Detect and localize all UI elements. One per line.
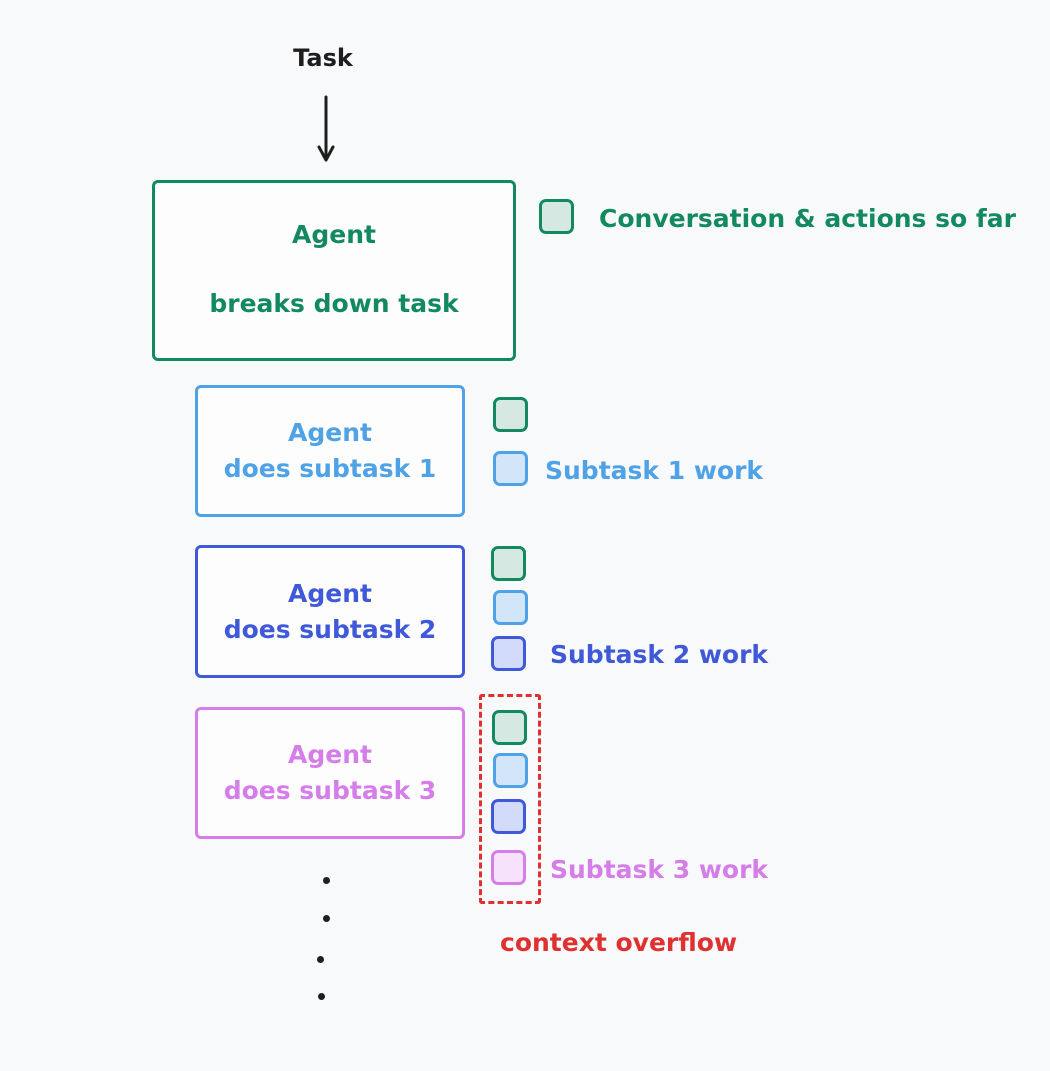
context-square-conversation (491, 546, 526, 581)
continuation-dot (323, 877, 330, 884)
main-agent-title: Agent (292, 220, 376, 249)
conversation-context-square (539, 199, 574, 234)
context-square-conversation (493, 397, 528, 432)
continuation-dot (317, 956, 324, 963)
main-agent-box: Agent breaks down task (152, 180, 516, 361)
task-label: Task (293, 44, 353, 72)
subtask-2-agent-title: Agent (288, 578, 372, 608)
continuation-dot (323, 915, 330, 922)
down-arrow-icon (317, 95, 335, 162)
subtask-1-agent-box: Agent does subtask 1 (195, 385, 465, 517)
subtask-2-legend-label: Subtask 2 work (550, 640, 769, 669)
conversation-legend-label: Conversation & actions so far (599, 204, 1016, 233)
continuation-dot (318, 993, 325, 1000)
subtask-3-agent-box: Agent does subtask 3 (195, 707, 465, 839)
main-agent-subtitle: breaks down task (209, 289, 459, 318)
subtask-3-agent-subtitle: does subtask 3 (223, 776, 437, 805)
context-square-conversation (492, 710, 527, 745)
context-overflow-label: context overflow (500, 928, 738, 957)
context-square-subtask-2 (491, 636, 526, 671)
subtask-3-legend-label: Subtask 3 work (550, 855, 769, 884)
context-square-subtask-3 (491, 850, 526, 885)
context-square-subtask-1 (493, 590, 528, 625)
subtask-1-agent-title: Agent (288, 418, 372, 447)
context-square-subtask-2 (491, 799, 526, 834)
subtask-1-agent-subtitle: does subtask 1 (223, 454, 437, 483)
subtask-2-agent-box: Agent does subtask 2 (195, 545, 465, 678)
context-square-subtask-1 (493, 451, 528, 486)
subtask-1-legend-label: Subtask 1 work (545, 456, 764, 485)
subtask-2-agent-subtitle: does subtask 2 (223, 614, 437, 644)
context-overflow-outline (479, 694, 541, 904)
subtask-3-agent-title: Agent (288, 740, 372, 769)
context-square-subtask-1 (493, 753, 528, 788)
